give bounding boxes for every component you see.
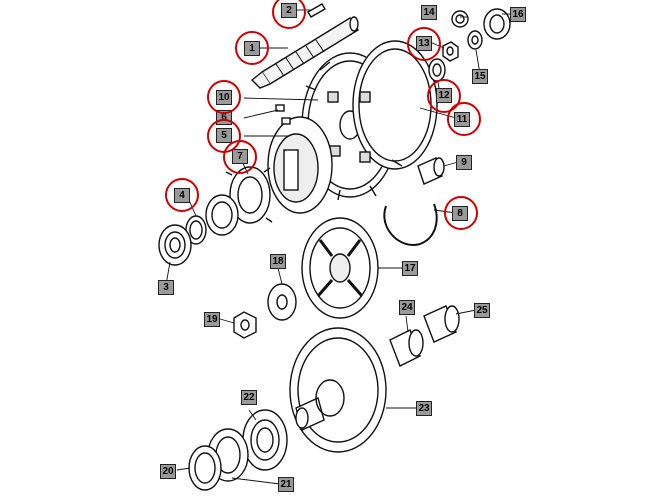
callout-17: 17 [402,261,418,276]
callout-3: 3 [158,280,174,295]
bushing [417,157,445,185]
highlight-ring-8 [444,196,478,230]
nut-19 [233,311,257,339]
callout-16: 16 [510,7,526,22]
nut-13 [442,41,459,62]
highlight-ring-7 [223,140,257,174]
callout-9: 9 [456,155,472,170]
callout-21: 21 [278,477,294,492]
ball-bearing-right [483,8,511,40]
needle-bearing-25 [423,305,460,343]
circlip [383,203,438,246]
highlight-ring-11 [447,102,481,136]
ball-bearing-22 [242,409,288,471]
highlight-ring-12 [427,79,461,113]
callout-18: 18 [270,254,286,269]
washer-12 [428,58,446,82]
small-keys [275,104,291,125]
washer-15 [467,30,483,50]
callout-22: 22 [241,390,257,405]
callout-19: 19 [204,312,220,327]
highlight-ring-13 [407,27,441,61]
callout-14: 14 [421,5,437,20]
clutch-hub [267,116,333,214]
washer-14 [451,10,469,28]
callout-23: 23 [416,401,432,416]
spacer-ring [185,194,239,245]
output-gear [289,327,387,453]
callout-15: 15 [472,69,488,84]
sprocket [301,217,379,319]
callout-20: 20 [160,464,176,479]
washer-18 [267,283,297,321]
seal-ring-20 [188,445,222,491]
highlight-ring-2 [272,0,306,29]
pin [307,3,326,18]
input-shaft [250,16,359,89]
callout-24: 24 [399,300,415,315]
highlight-ring-4 [165,178,199,212]
highlight-ring-1 [235,31,269,65]
needle-bearing-24 [389,329,424,367]
callout-25: 25 [474,303,490,318]
ball-bearing-left [158,224,192,266]
highlight-ring-10 [207,80,241,114]
